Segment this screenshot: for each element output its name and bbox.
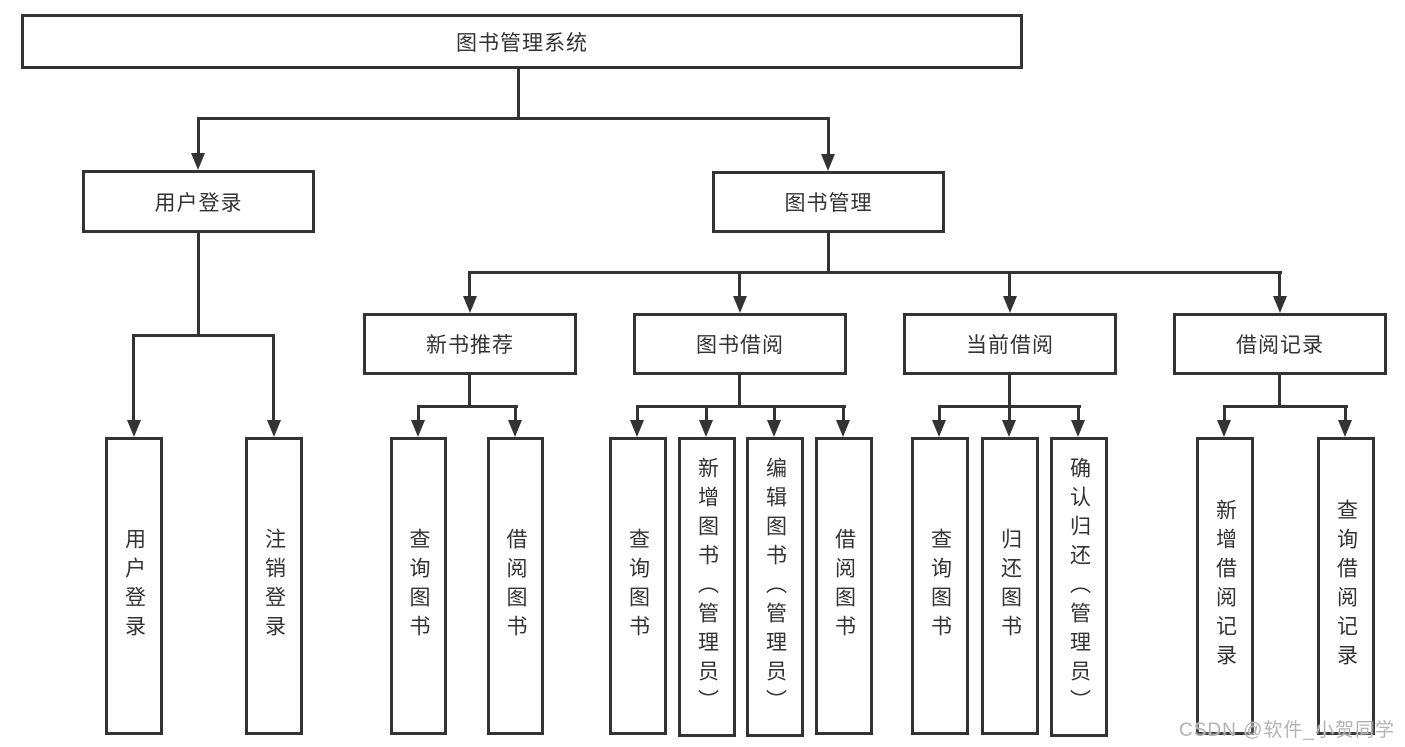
node-borrow-records-label: 借阅记录 [1236, 334, 1324, 357]
leaf-return-book: 归还图书 [981, 437, 1039, 735]
arrowhead-down-icon [767, 420, 781, 437]
leaf-edit-book-admin-label: 编辑图书（管理员） [763, 456, 787, 718]
connector-vline [1077, 405, 1080, 423]
arrowhead-down-icon [127, 420, 141, 437]
node-root-label: 图书管理系统 [456, 31, 588, 55]
leaf-borrow-books-recommend: 借阅图书 [487, 437, 544, 735]
leaf-query-books-current-label: 查询图书 [928, 528, 952, 644]
connector-vline [1008, 405, 1011, 423]
arrowhead-down-icon [1003, 296, 1017, 313]
connector-vline [1008, 271, 1011, 299]
connector-vline [468, 271, 471, 299]
leaf-borrow-books: 借阅图书 [815, 437, 873, 735]
leaf-query-books-borrow: 查询图书 [609, 437, 667, 735]
arrowhead-down-icon [508, 420, 522, 437]
leaf-logout-label: 注销登录 [262, 528, 286, 644]
connector-vline [773, 405, 776, 423]
connector-vline [1344, 405, 1347, 423]
arrowhead-down-icon [411, 420, 425, 437]
leaf-borrow-books-recommend-label: 借阅图书 [504, 528, 527, 644]
node-user-login: 用户登录 [82, 170, 315, 233]
leaf-edit-book-admin: 编辑图书（管理员） [746, 437, 804, 737]
node-book-mgmt-label: 图书管理 [784, 192, 873, 215]
node-book-borrow-label: 图书借阅 [696, 334, 784, 357]
leaf-query-books-current: 查询图书 [911, 437, 969, 735]
leaf-add-borrow-record: 新增借阅记录 [1196, 437, 1254, 735]
leaf-query-books-recommend-label: 查询图书 [407, 528, 430, 644]
node-new-book-recommend-label: 新书推荐 [426, 334, 514, 357]
node-user-login-label: 用户登录 [154, 191, 243, 215]
leaf-query-borrow-record-label: 查询借阅记录 [1334, 499, 1358, 673]
node-borrow-records: 借阅记录 [1173, 313, 1387, 375]
arrowhead-down-icon [821, 154, 835, 171]
connector-vline [705, 405, 708, 423]
connector-hline [468, 271, 1282, 274]
connector-vline [938, 405, 941, 423]
node-new-book-recommend: 新书推荐 [363, 313, 577, 375]
leaf-user-login-label: 用户登录 [122, 528, 146, 644]
leaf-query-books-recommend: 查询图书 [390, 437, 447, 735]
arrowhead-down-icon [699, 420, 713, 437]
arrowhead-down-icon [733, 296, 747, 313]
connector-vline [468, 375, 471, 408]
connector-vline [132, 334, 135, 422]
connector-hline [197, 117, 830, 120]
connector-vline [636, 405, 639, 423]
leaf-query-borrow-record: 查询借阅记录 [1317, 437, 1375, 735]
connector-vline [197, 233, 200, 335]
leaf-confirm-return-admin: 确认归还（管理员） [1050, 437, 1108, 737]
node-book-mgmt: 图书管理 [712, 171, 945, 233]
arrowhead-down-icon [836, 420, 850, 437]
arrowhead-down-icon [191, 153, 205, 170]
leaf-borrow-books-label: 借阅图书 [832, 528, 856, 644]
arrowhead-down-icon [1002, 420, 1016, 437]
connector-vline [272, 334, 275, 422]
node-current-borrow-label: 当前借阅 [966, 334, 1054, 357]
connector-hline [417, 405, 518, 408]
leaf-user-login: 用户登录 [105, 437, 163, 735]
connector-vline [827, 233, 830, 274]
watermark: CSDN @软件_小贺同学 [1179, 720, 1395, 741]
arrowhead-down-icon [267, 420, 281, 437]
leaf-return-book-label: 归还图书 [998, 528, 1022, 644]
connector-vline [197, 117, 200, 156]
leaf-add-borrow-record-label: 新增借阅记录 [1213, 499, 1237, 673]
connector-vline [738, 271, 741, 299]
connector-vline [842, 405, 845, 423]
arrowhead-down-icon [630, 420, 644, 437]
connector-hline [132, 334, 275, 337]
connector-vline [517, 69, 520, 118]
node-book-borrow: 图书借阅 [633, 313, 847, 375]
arrowhead-down-icon [463, 296, 477, 313]
arrowhead-down-icon [1217, 420, 1231, 437]
node-current-borrow: 当前借阅 [903, 313, 1117, 375]
connector-vline [827, 117, 830, 156]
connector-hline [1223, 405, 1348, 408]
arrowhead-down-icon [1273, 296, 1287, 313]
connector-vline [1008, 375, 1011, 408]
leaf-logout: 注销登录 [245, 437, 303, 735]
node-root: 图书管理系统 [21, 14, 1023, 69]
arrowhead-down-icon [1071, 420, 1085, 437]
connector-vline [738, 375, 741, 408]
arrowhead-down-icon [932, 420, 946, 437]
leaf-add-book-admin: 新增图书（管理员） [678, 437, 736, 737]
connector-vline [417, 405, 420, 423]
leaf-query-books-borrow-label: 查询图书 [626, 528, 650, 644]
connector-vline [1223, 405, 1226, 423]
leaf-add-book-admin-label: 新增图书（管理员） [695, 456, 719, 718]
leaf-confirm-return-admin-label: 确认归还（管理员） [1067, 456, 1091, 718]
connector-vline [514, 405, 517, 423]
connector-vline [1278, 375, 1281, 408]
connector-vline [1278, 271, 1281, 299]
arrowhead-down-icon [1338, 420, 1352, 437]
connector-hline [636, 405, 846, 408]
